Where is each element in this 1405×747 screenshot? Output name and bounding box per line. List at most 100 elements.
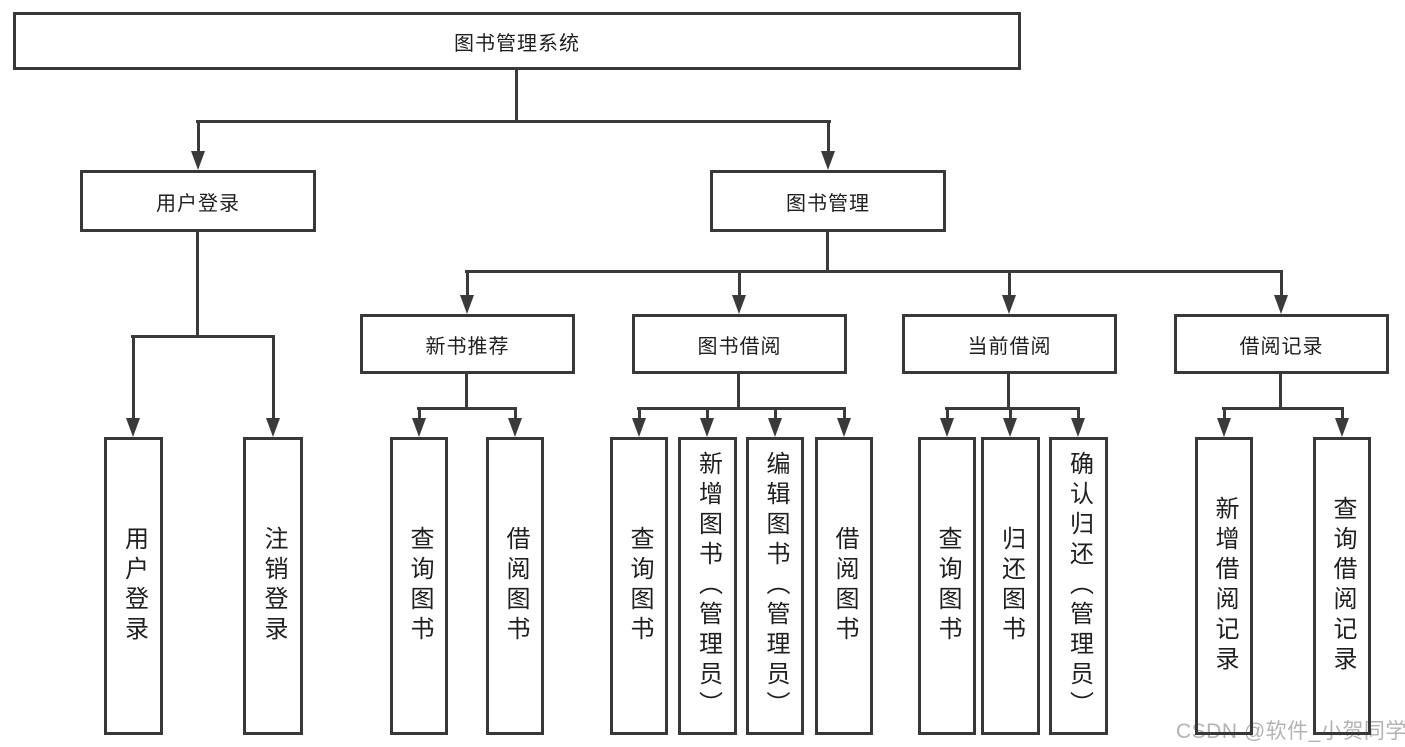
arrow-shaft <box>1007 270 1011 296</box>
arrowhead-down-icon <box>700 418 714 437</box>
node-root: 图书管理系统 <box>13 12 1021 70</box>
node-logout-leaf: 注销登录 <box>243 437 303 735</box>
connector-arrow-down <box>125 335 141 437</box>
connector-line <box>945 407 1080 410</box>
node-user-login: 用户登录 <box>80 170 316 232</box>
arrowhead-down-icon <box>412 418 426 437</box>
connector-arrow-down <box>459 270 475 314</box>
connector-line <box>417 407 517 410</box>
arrowhead-down-icon <box>768 418 782 437</box>
node-label: 借阅图书 <box>831 526 858 646</box>
node-book-mgmt: 图书管理 <box>710 170 946 232</box>
arrowhead-down-icon <box>1003 418 1017 437</box>
arrowhead-down-icon <box>266 418 280 437</box>
arrow-shaft <box>705 407 709 419</box>
connector-arrow-down <box>1070 407 1086 437</box>
node-bb-edit-books: 编辑图书（管理员） <box>746 437 804 735</box>
connector-line <box>1007 374 1010 410</box>
arrowhead-down-icon <box>1217 418 1231 437</box>
connector-line <box>1279 374 1282 410</box>
watermark: CSDN @软件_小贺同学 <box>1176 720 1405 743</box>
arrow-shaft <box>637 407 641 419</box>
arrow-shaft <box>737 270 741 296</box>
connector-line <box>131 335 275 338</box>
node-label: 图书管理系统 <box>454 32 580 55</box>
node-current-borrow: 当前借阅 <box>902 314 1117 374</box>
arrow-shaft <box>131 335 135 419</box>
arrow-shaft <box>1008 407 1012 419</box>
connector-line <box>826 232 829 273</box>
node-label: 编辑图书（管理员） <box>762 451 789 721</box>
node-rec-borrow-books: 借阅图书 <box>486 437 544 735</box>
node-label: 确认归还（管理员） <box>1065 451 1093 721</box>
connector-arrow-down <box>1273 270 1289 314</box>
connector-arrow-down <box>731 270 747 314</box>
node-cb-return-books: 归还图书 <box>981 437 1040 735</box>
arrow-shaft <box>1340 407 1344 419</box>
node-cb-confirm-return: 确认归还（管理员） <box>1049 437 1108 735</box>
node-bb-add-books: 新增图书（管理员） <box>678 437 737 735</box>
connector-line <box>737 374 740 410</box>
node-br-add-record: 新增借阅记录 <box>1195 437 1253 735</box>
arrowhead-down-icon <box>1002 295 1016 314</box>
arrow-shaft <box>417 407 421 419</box>
arrowhead-down-icon <box>1071 418 1085 437</box>
connector-line <box>465 374 468 410</box>
connector-arrow-down <box>265 335 281 437</box>
connector-line <box>637 407 846 410</box>
arrow-shaft <box>465 270 469 296</box>
connector-arrow-down <box>190 120 206 170</box>
arrowhead-down-icon <box>632 418 646 437</box>
arrow-shaft <box>842 407 846 419</box>
arrow-shaft <box>271 335 275 419</box>
arrow-shaft <box>196 120 200 152</box>
connector-line <box>465 270 1283 273</box>
node-label: 查询借阅记录 <box>1329 496 1356 676</box>
node-bb-borrow-books: 借阅图书 <box>815 437 873 735</box>
arrow-shaft <box>513 407 517 419</box>
arrowhead-down-icon <box>508 418 522 437</box>
node-book-borrow: 图书借阅 <box>632 314 847 374</box>
arrowhead-down-icon <box>1335 418 1349 437</box>
arrow-shaft <box>1279 270 1283 296</box>
node-label: 借阅记录 <box>1239 335 1324 358</box>
arrowhead-down-icon <box>940 418 954 437</box>
node-user-login-leaf: 用户登录 <box>104 437 163 735</box>
arrowhead-down-icon <box>460 295 474 314</box>
connector-arrow-down <box>939 407 955 437</box>
node-borrow-records: 借阅记录 <box>1174 314 1389 374</box>
arrow-shaft <box>773 407 777 419</box>
connector-line <box>196 120 831 123</box>
node-label: 图书管理 <box>786 192 870 215</box>
node-label: 新增图书（管理员） <box>694 451 722 721</box>
connector-arrow-down <box>631 407 647 437</box>
node-label: 查询图书 <box>626 526 653 646</box>
node-label: 注销登录 <box>260 526 287 646</box>
connector-arrow-down <box>820 120 836 170</box>
arrow-shaft <box>945 407 949 419</box>
node-new-book-rec: 新书推荐 <box>360 314 575 374</box>
connector-arrow-down <box>1001 270 1017 314</box>
node-cb-query-books: 查询图书 <box>918 437 976 735</box>
node-br-query-record: 查询借阅记录 <box>1313 437 1371 735</box>
node-label: 归还图书 <box>997 526 1025 646</box>
connector-line <box>515 70 518 123</box>
connector-arrow-down <box>411 407 427 437</box>
arrowhead-down-icon <box>126 418 140 437</box>
node-label: 借阅图书 <box>502 526 529 646</box>
node-label: 当前借阅 <box>967 335 1052 358</box>
connector-arrow-down <box>699 407 715 437</box>
connector-arrow-down <box>1216 407 1232 437</box>
node-label: 用户登录 <box>156 192 240 215</box>
node-label: 查询图书 <box>934 526 961 646</box>
arrowhead-down-icon <box>821 151 835 170</box>
arrow-shaft <box>1076 407 1080 419</box>
connector-line <box>196 232 199 338</box>
node-bb-query-books: 查询图书 <box>610 437 668 735</box>
connector-arrow-down <box>1002 407 1018 437</box>
node-label: 查询图书 <box>406 526 433 646</box>
connector-arrow-down <box>507 407 523 437</box>
arrowhead-down-icon <box>191 151 205 170</box>
node-rec-query-books: 查询图书 <box>390 437 448 735</box>
